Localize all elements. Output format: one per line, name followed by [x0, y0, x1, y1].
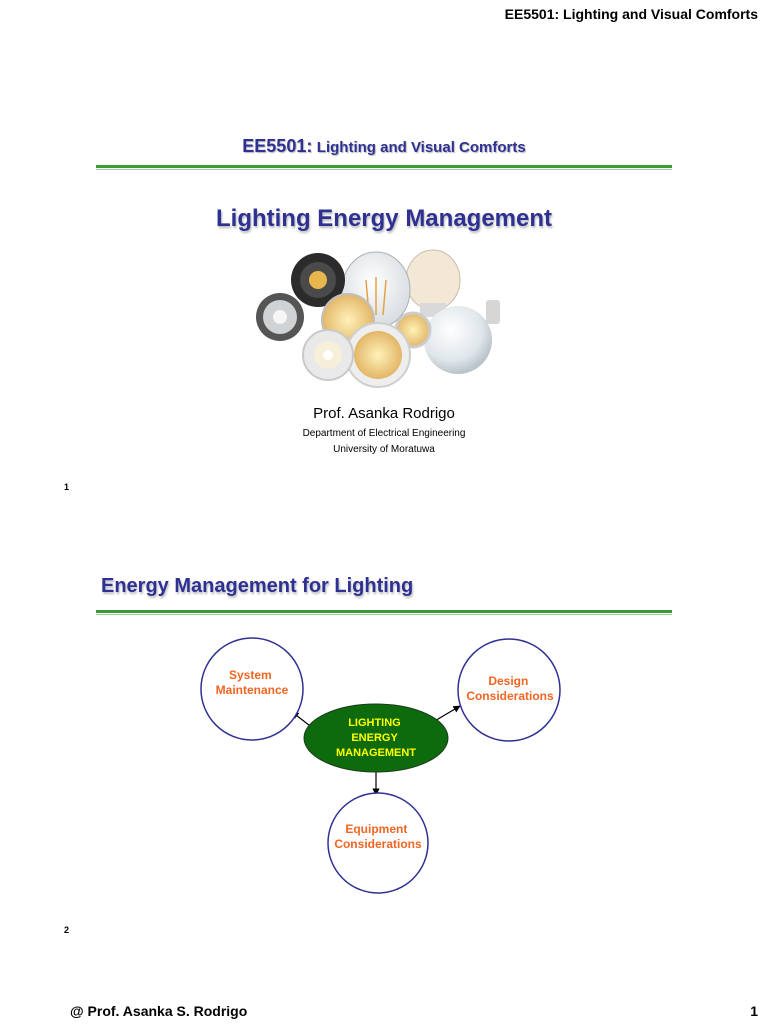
svg-text:System Maintenance: System Maintenance — [216, 668, 289, 697]
svg-text:LIGHTING ENERGY MA: LIGHTING ENERGY MANAGEMENT — [336, 717, 416, 759]
center-label-line1: LIGHTING — [348, 717, 401, 729]
course-name: Lighting and Visual Comforts — [316, 139, 526, 156]
design-label-line1: Design — [488, 674, 528, 688]
presenter-name: Prof. Asanka Rodrigo — [313, 405, 455, 422]
system-label-line1: System — [229, 668, 272, 682]
footer-author: @ Prof. Asanka S. Rodrigo — [70, 1003, 248, 1019]
svg-text:Equipment Considerations: Equipment Considerations — [334, 822, 422, 851]
university: University of Moratuwa — [333, 444, 435, 455]
running-header: EE5501: Lighting and Visual Comforts — [504, 6, 758, 22]
arrow-to-design — [432, 705, 461, 723]
system-label-line2: Maintenance — [216, 683, 289, 697]
slide-1-title: Lighting Energy Management — [215, 205, 553, 232]
slide-number: 1 — [64, 482, 70, 492]
slide-number: 2 — [64, 925, 70, 935]
footer-page-number: 1 — [750, 1003, 758, 1019]
center-label-line2: ENERGY — [351, 732, 398, 744]
energy-management-diagram: System Maintenance Design Considerations… — [200, 637, 561, 894]
system-maintenance-node — [200, 637, 304, 741]
center-label-line3: MANAGEMENT — [336, 747, 416, 759]
light-bulbs-image — [256, 249, 500, 388]
design-considerations-node — [457, 638, 561, 742]
equipment-label-line1: Equipment — [345, 822, 407, 836]
svg-text:Design Considerations: Design Considerations — [466, 674, 554, 703]
title-divider — [96, 165, 672, 170]
slide-2-title: Energy Management for Lighting — [101, 575, 414, 597]
equipment-label-line2: Considerations — [334, 837, 422, 851]
slide-1: EE5501: Lighting and Visual Comforts Lig… — [0, 0, 768, 500]
department: Department of Electrical Engineering — [302, 428, 466, 439]
slide-2-divider — [96, 610, 672, 615]
slide-2: Energy Management for Lighting System Ma… — [0, 500, 768, 950]
equipment-considerations-node — [327, 792, 429, 894]
design-label-line2: Considerations — [466, 689, 554, 703]
lighting-energy-management-node — [303, 703, 449, 773]
course-title: EE5501: Lighting and Visual Comforts — [0, 136, 768, 157]
course-code: EE5501: — [242, 136, 313, 156]
